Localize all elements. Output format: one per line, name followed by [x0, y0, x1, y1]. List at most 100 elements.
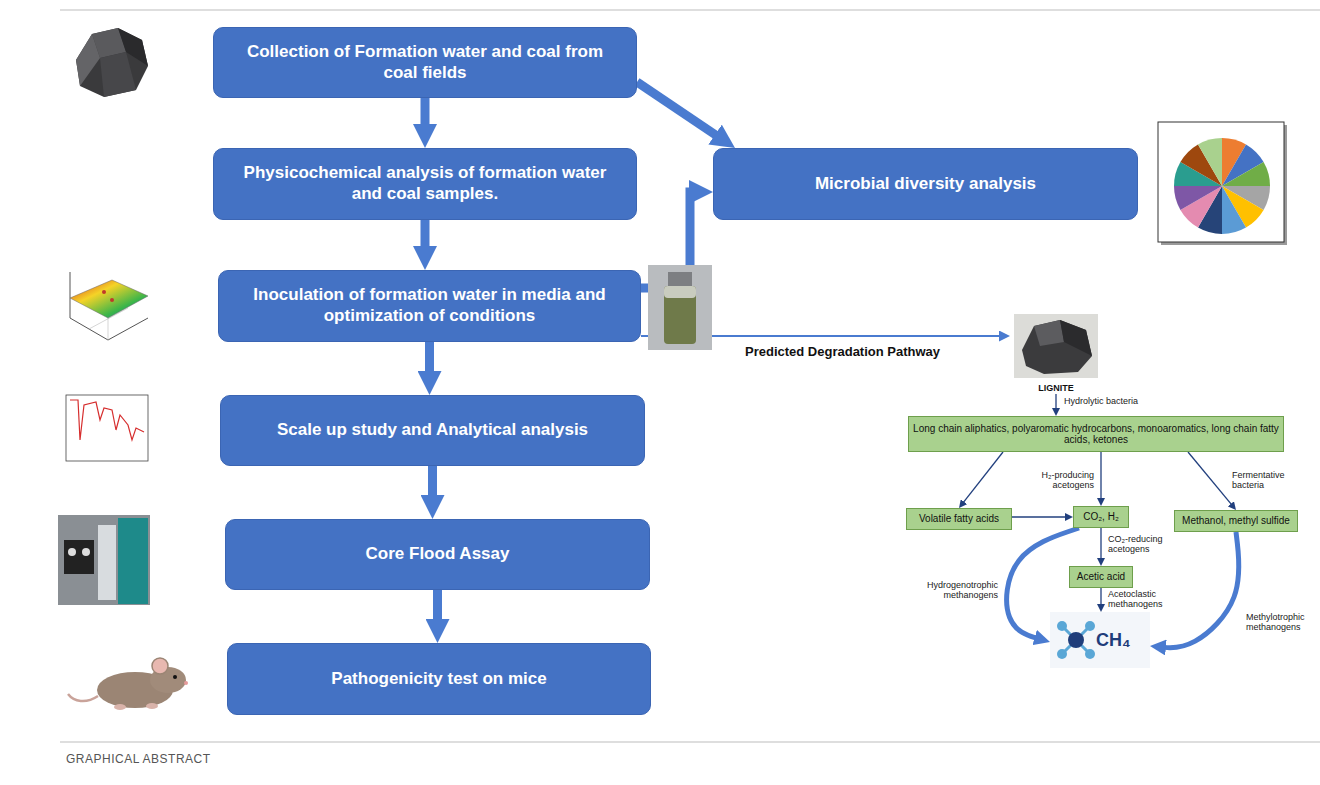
methane-icon	[1057, 649, 1067, 659]
methane-icon	[1068, 632, 1084, 648]
mouse-photo	[184, 681, 188, 685]
core-flood-photo	[68, 548, 76, 556]
frame-rule	[60, 10, 1320, 742]
mouse-photo	[152, 658, 168, 674]
figure-label: GRAPHICAL ABSTRACT	[66, 752, 211, 766]
node-text: LIGNITE	[1010, 383, 1102, 393]
flow-arrow	[433, 590, 442, 628]
culture-vial-photo	[668, 272, 692, 286]
edge-label-box: Hydrogenotrophic methanogens	[918, 580, 998, 601]
flow-arrow	[425, 342, 434, 380]
lignite-node: LIGNITE	[1010, 312, 1102, 394]
coal-photo	[76, 28, 148, 97]
flow-arrow	[1188, 452, 1234, 508]
flow-arrow	[1012, 516, 1070, 517]
frame-rule	[60, 10, 1320, 11]
lignite-photo	[1060, 320, 1092, 356]
mouse-photo	[68, 694, 98, 701]
node-text: CO₂, H₂	[1078, 511, 1124, 523]
culture-vial-photo	[648, 265, 712, 350]
surface-plot	[108, 318, 109, 340]
flow-arrow	[428, 466, 437, 504]
flow-arrow	[421, 220, 430, 255]
edge-label: Fermentative bacteria	[1232, 470, 1310, 491]
mouse-photo	[114, 704, 126, 710]
lignite-photo	[1022, 320, 1092, 374]
edge-label: H₂-producing acetogens	[1024, 470, 1094, 491]
pathway-box: Methanol, methyl sulfide	[1174, 510, 1298, 532]
culture-vial-photo	[664, 286, 696, 298]
flow-arrow	[1100, 588, 1101, 609]
edge-label-box: H₂-producing acetogens	[1024, 470, 1094, 491]
methane-icon	[1057, 621, 1067, 631]
core-flood-photo	[58, 515, 150, 605]
pie-chart	[1198, 138, 1222, 186]
flow-arrow	[1055, 394, 1056, 413]
node-text: Scale up study and Analytical analysis	[237, 420, 628, 441]
culture-vial-photo	[664, 286, 696, 344]
edge-label: Acetoclastic methanogens	[1108, 589, 1188, 610]
methane-icon	[1085, 621, 1095, 631]
edge-label-box: Fermentative bacteria	[1232, 470, 1310, 491]
coal-photo	[76, 28, 148, 97]
ir-spectrum	[70, 400, 144, 440]
surface-plot	[102, 290, 106, 294]
culture-vial-photo	[648, 265, 712, 350]
lignite-photo	[1014, 314, 1098, 378]
process-box: Pathogenicity test on mice	[227, 643, 651, 715]
edge-label: CO₂-reducing acetogens	[1108, 534, 1188, 555]
surface-plot	[70, 272, 71, 318]
surface-plot	[110, 298, 114, 302]
edge-label-box: Predicted Degradation Pathway	[745, 345, 985, 360]
node-text: Acetic acid	[1074, 571, 1128, 583]
edge-label-box: CO₂-reducing acetogens	[1108, 534, 1188, 555]
lignite-photo	[1014, 314, 1098, 378]
core-flood-photo	[98, 525, 116, 600]
node-text: Methanol, methyl sulfide	[1179, 515, 1293, 527]
pathway-box: Long chain aliphatics, polyaromatic hydr…	[908, 416, 1284, 452]
edge-label: Methylotrophic methanogens	[1246, 612, 1316, 633]
process-box: Collection of Formation water and coal f…	[213, 27, 637, 98]
core-flood-photo	[118, 518, 148, 604]
edge-label-box: Acetoclastic methanogens	[1108, 589, 1188, 610]
edge-label: Predicted Degradation Pathway	[745, 345, 940, 360]
core-flood-photo	[64, 540, 94, 574]
surface-plot	[70, 280, 148, 318]
pathway-box: CO₂, H₂	[1073, 506, 1129, 528]
process-box: Inoculation of formation water in media …	[218, 270, 641, 342]
node-text: Pathogenicity test on mice	[244, 669, 634, 690]
node-text: Microbial diversity analysis	[730, 174, 1121, 195]
pie-chart	[1222, 186, 1246, 234]
flow-arrow	[1100, 452, 1101, 503]
ir-spectrum	[66, 395, 148, 461]
methane-icon	[1050, 612, 1150, 668]
pathway-box: Acetic acid	[1069, 566, 1133, 588]
flow-arrow	[637, 82, 723, 140]
surface-plot	[70, 318, 148, 340]
lignite-photo	[1034, 320, 1064, 346]
edge-label-box: Hydrolytic bacteria	[1064, 396, 1164, 406]
node-text: Core Flood Assay	[242, 544, 633, 565]
flow-arrow	[421, 98, 430, 133]
edge-label: Hydrolytic bacteria	[1064, 396, 1138, 406]
methane-icon	[1050, 612, 1150, 668]
pie-chart	[1158, 122, 1284, 242]
edge-label: Hydrogenotrophic methanogens	[918, 580, 998, 601]
flow-arrow	[961, 452, 1003, 506]
mouse-photo	[146, 703, 158, 709]
flow-arrow	[1100, 528, 1101, 563]
methane-node: CH₄	[1050, 612, 1150, 668]
core-flood-photo	[82, 548, 90, 556]
node-text: Long chain aliphatics, polyaromatic hydr…	[913, 423, 1279, 446]
node-text: Inoculation of formation water in media …	[235, 285, 624, 326]
node-text: Volatile fatty acids	[911, 513, 1007, 525]
node-text: Physicochemical analysis of formation wa…	[230, 163, 620, 204]
process-box: Scale up study and Analytical analysis	[220, 395, 645, 466]
pie-chart	[1222, 162, 1270, 186]
process-box: Physicochemical analysis of formation wa…	[213, 148, 637, 220]
core-flood-photo	[58, 515, 150, 605]
node-text: CH₄	[1096, 630, 1150, 651]
pie-chart	[1174, 186, 1222, 210]
